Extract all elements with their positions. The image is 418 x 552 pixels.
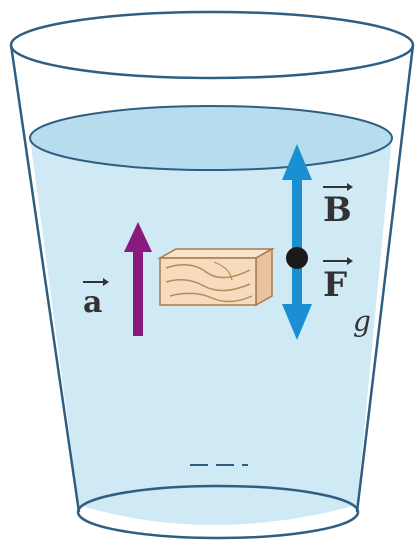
gravity-force-label: F — [323, 265, 348, 305]
acceleration-label: a — [83, 285, 103, 320]
wooden-block — [157, 247, 275, 307]
water-surface — [29, 105, 393, 171]
gravity-vector-arrow — [323, 257, 353, 265]
glass-left-wall — [9, 44, 81, 513]
buoyant-force-arrow — [282, 144, 312, 258]
buoyant-force-label: B — [323, 190, 352, 230]
buoyant-vector-arrow — [323, 183, 353, 191]
glass-right-wall — [355, 44, 415, 513]
glass-base — [76, 484, 360, 540]
water-body — [30, 117, 392, 525]
glass-rim — [9, 10, 415, 80]
gravity-subscript: g — [353, 305, 371, 338]
acceleration-vector-arrow — [83, 278, 109, 286]
application-point — [286, 247, 308, 269]
acceleration-arrow — [124, 222, 152, 336]
